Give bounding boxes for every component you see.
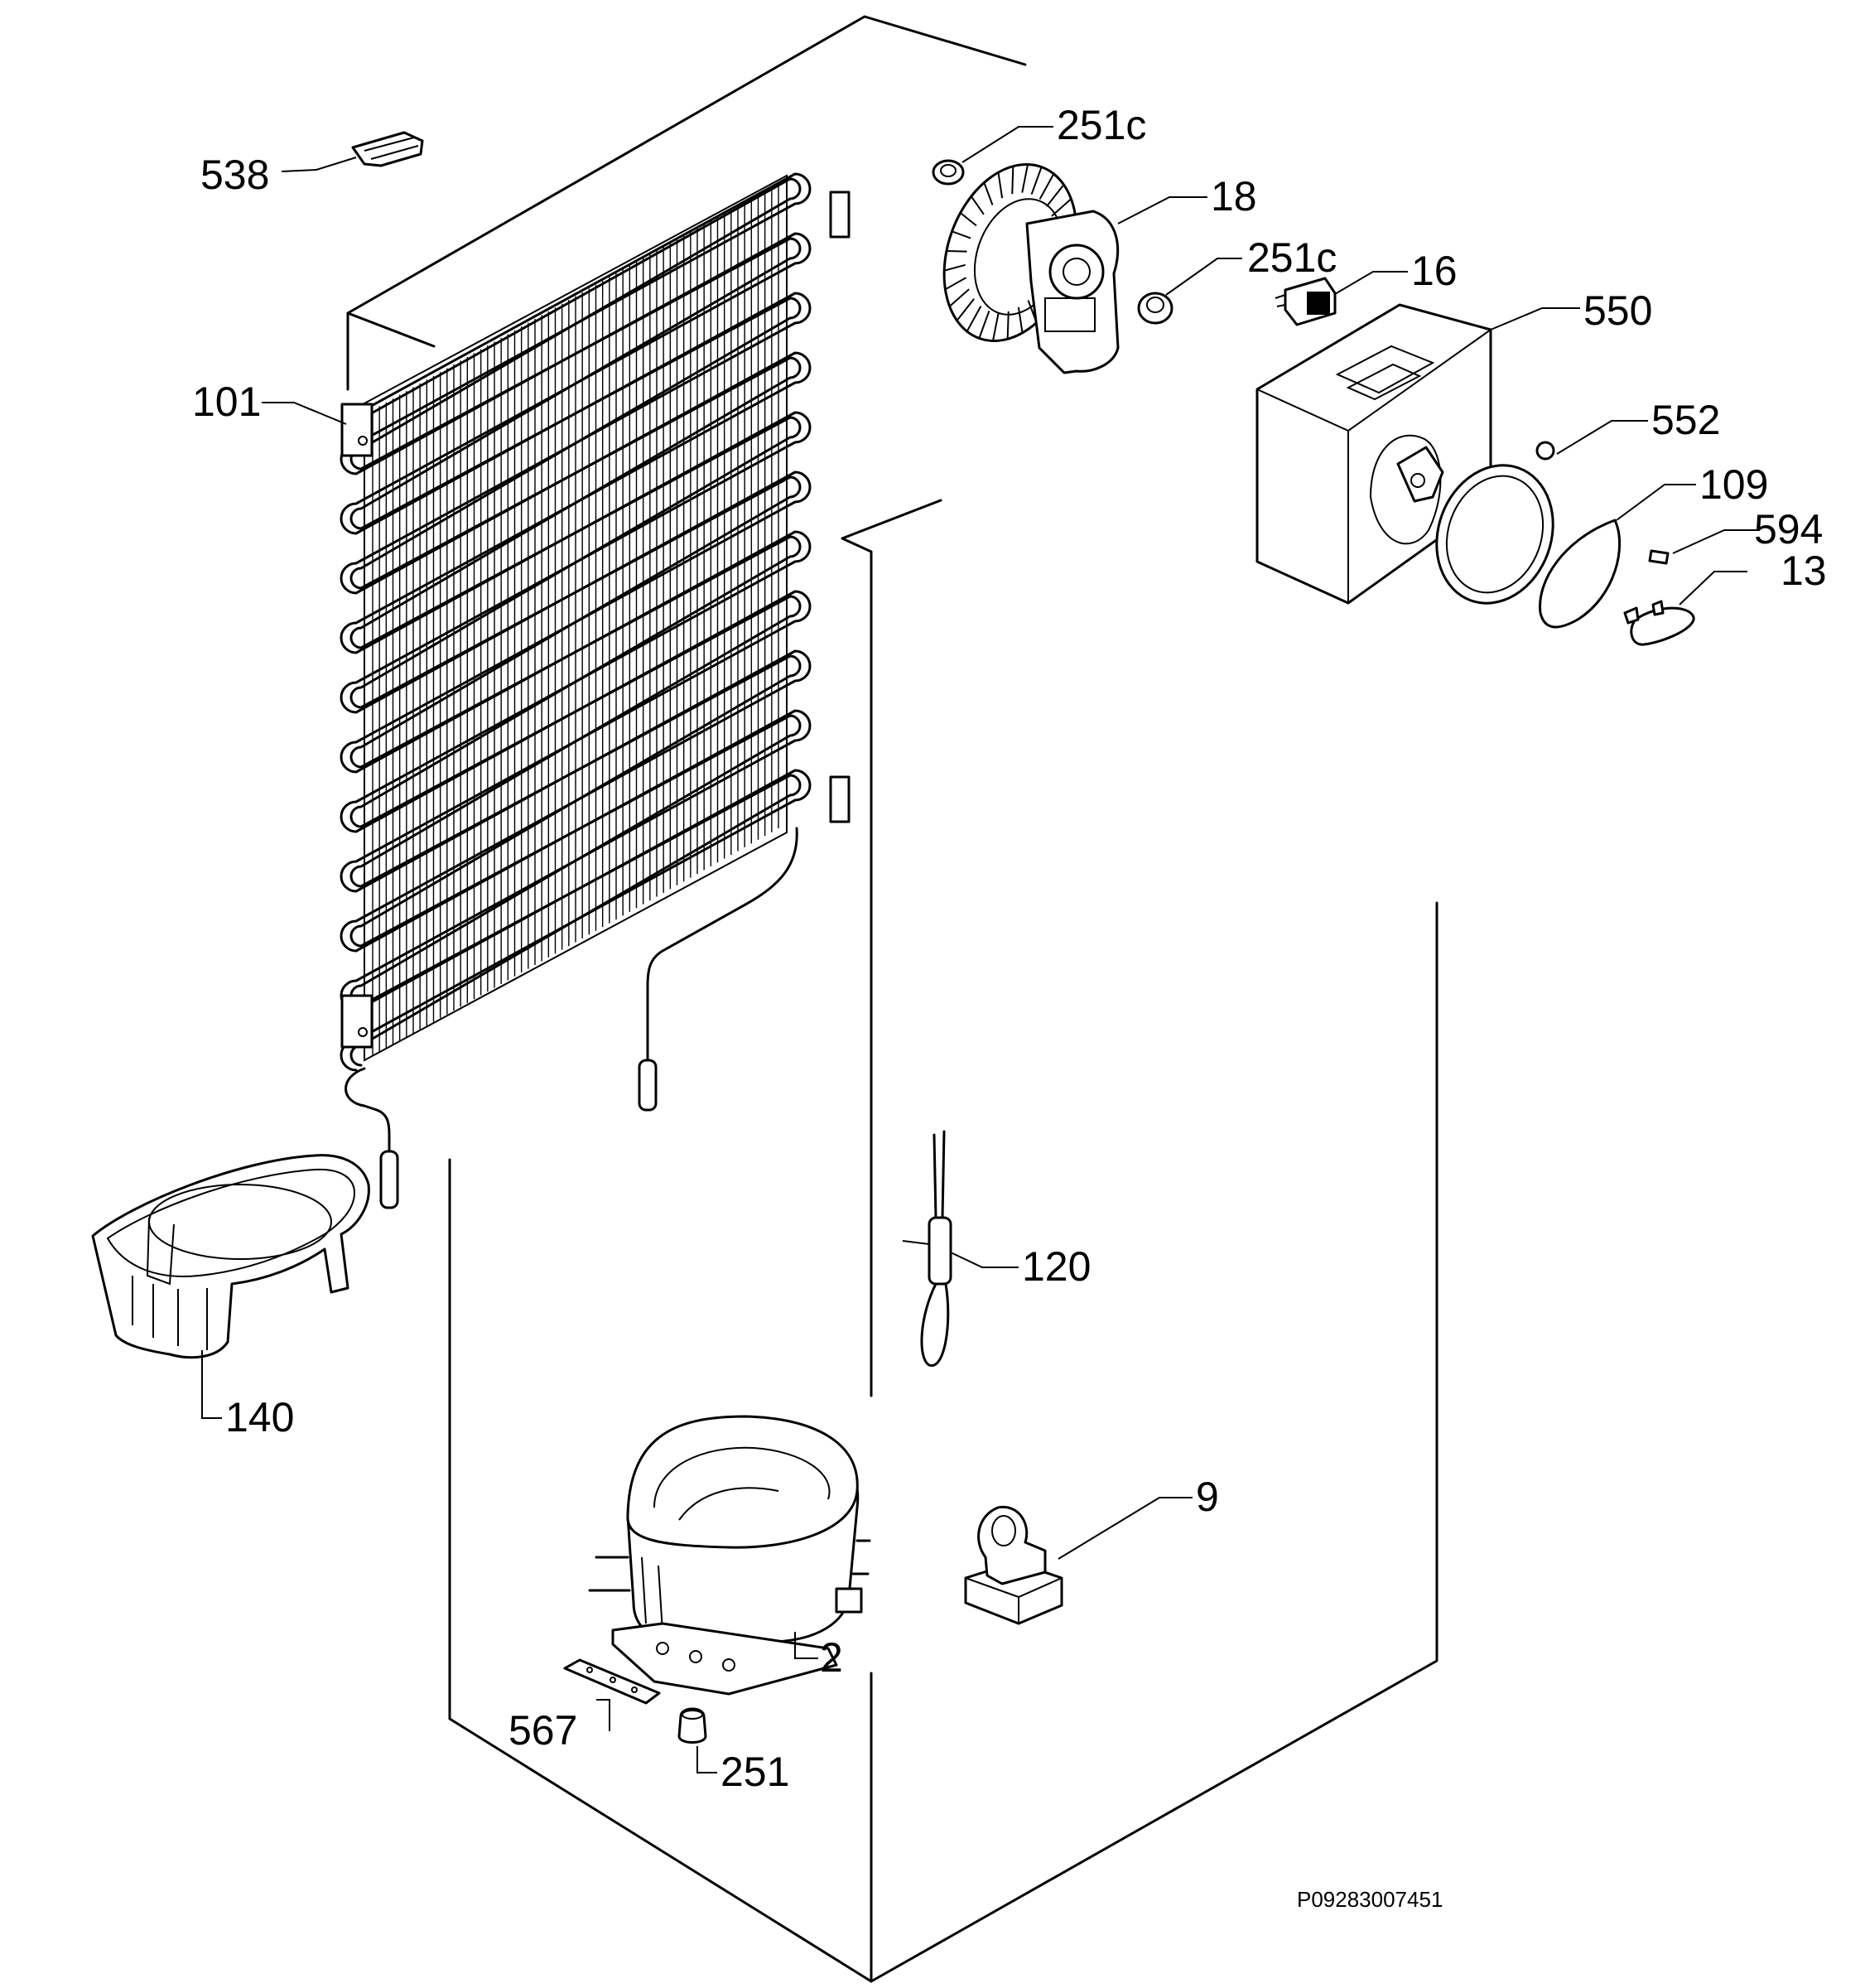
- part-594: [1648, 549, 1670, 565]
- label-567: 567: [508, 1707, 577, 1754]
- label-120: 120: [1022, 1243, 1091, 1290]
- drawing-code: P09283007451: [1297, 1887, 1443, 1912]
- drip-tray-140: [91, 1154, 370, 1359]
- label-538: 538: [200, 152, 269, 198]
- part-labels: 538 251c 18 251c 16 550 552 109 594 13 1…: [192, 102, 1827, 1912]
- start-device-9: [964, 1505, 1063, 1625]
- lamp-13: [1623, 600, 1695, 646]
- label-2: 2: [820, 1634, 843, 1681]
- grommet-251c-mid: [1137, 292, 1173, 325]
- grommet-251: [677, 1707, 707, 1744]
- condenser-coil: [340, 172, 851, 1209]
- compressor-2: [588, 1415, 871, 1696]
- condenser-fins: [372, 182, 779, 1056]
- lamp-housing-550: [1255, 303, 1492, 605]
- grommet-251c-top: [932, 159, 965, 186]
- label-552: 552: [1651, 397, 1720, 443]
- label-16: 16: [1411, 248, 1458, 294]
- label-550: 550: [1583, 287, 1652, 334]
- label-18: 18: [1211, 173, 1257, 220]
- leader-lines: [201, 126, 1760, 1773]
- label-9: 9: [1196, 1474, 1219, 1520]
- relay-120: [902, 1130, 952, 1367]
- switch-16: [1275, 277, 1337, 326]
- label-251c-mid: 251c: [1247, 234, 1337, 281]
- label-101: 101: [192, 379, 261, 425]
- label-109: 109: [1699, 461, 1768, 508]
- label-13: 13: [1781, 548, 1827, 594]
- label-251c-top: 251c: [1057, 102, 1146, 148]
- cabinet-outline: [346, 15, 1439, 1983]
- clip-part-538: [351, 131, 424, 167]
- gasket-552: [1435, 441, 1555, 605]
- lamp-cover-109: [1539, 519, 1622, 629]
- label-594: 594: [1754, 506, 1823, 552]
- fan-motor-18: [942, 162, 1120, 374]
- label-251: 251: [720, 1749, 789, 1795]
- plate-567: [563, 1658, 661, 1705]
- label-140: 140: [225, 1394, 294, 1440]
